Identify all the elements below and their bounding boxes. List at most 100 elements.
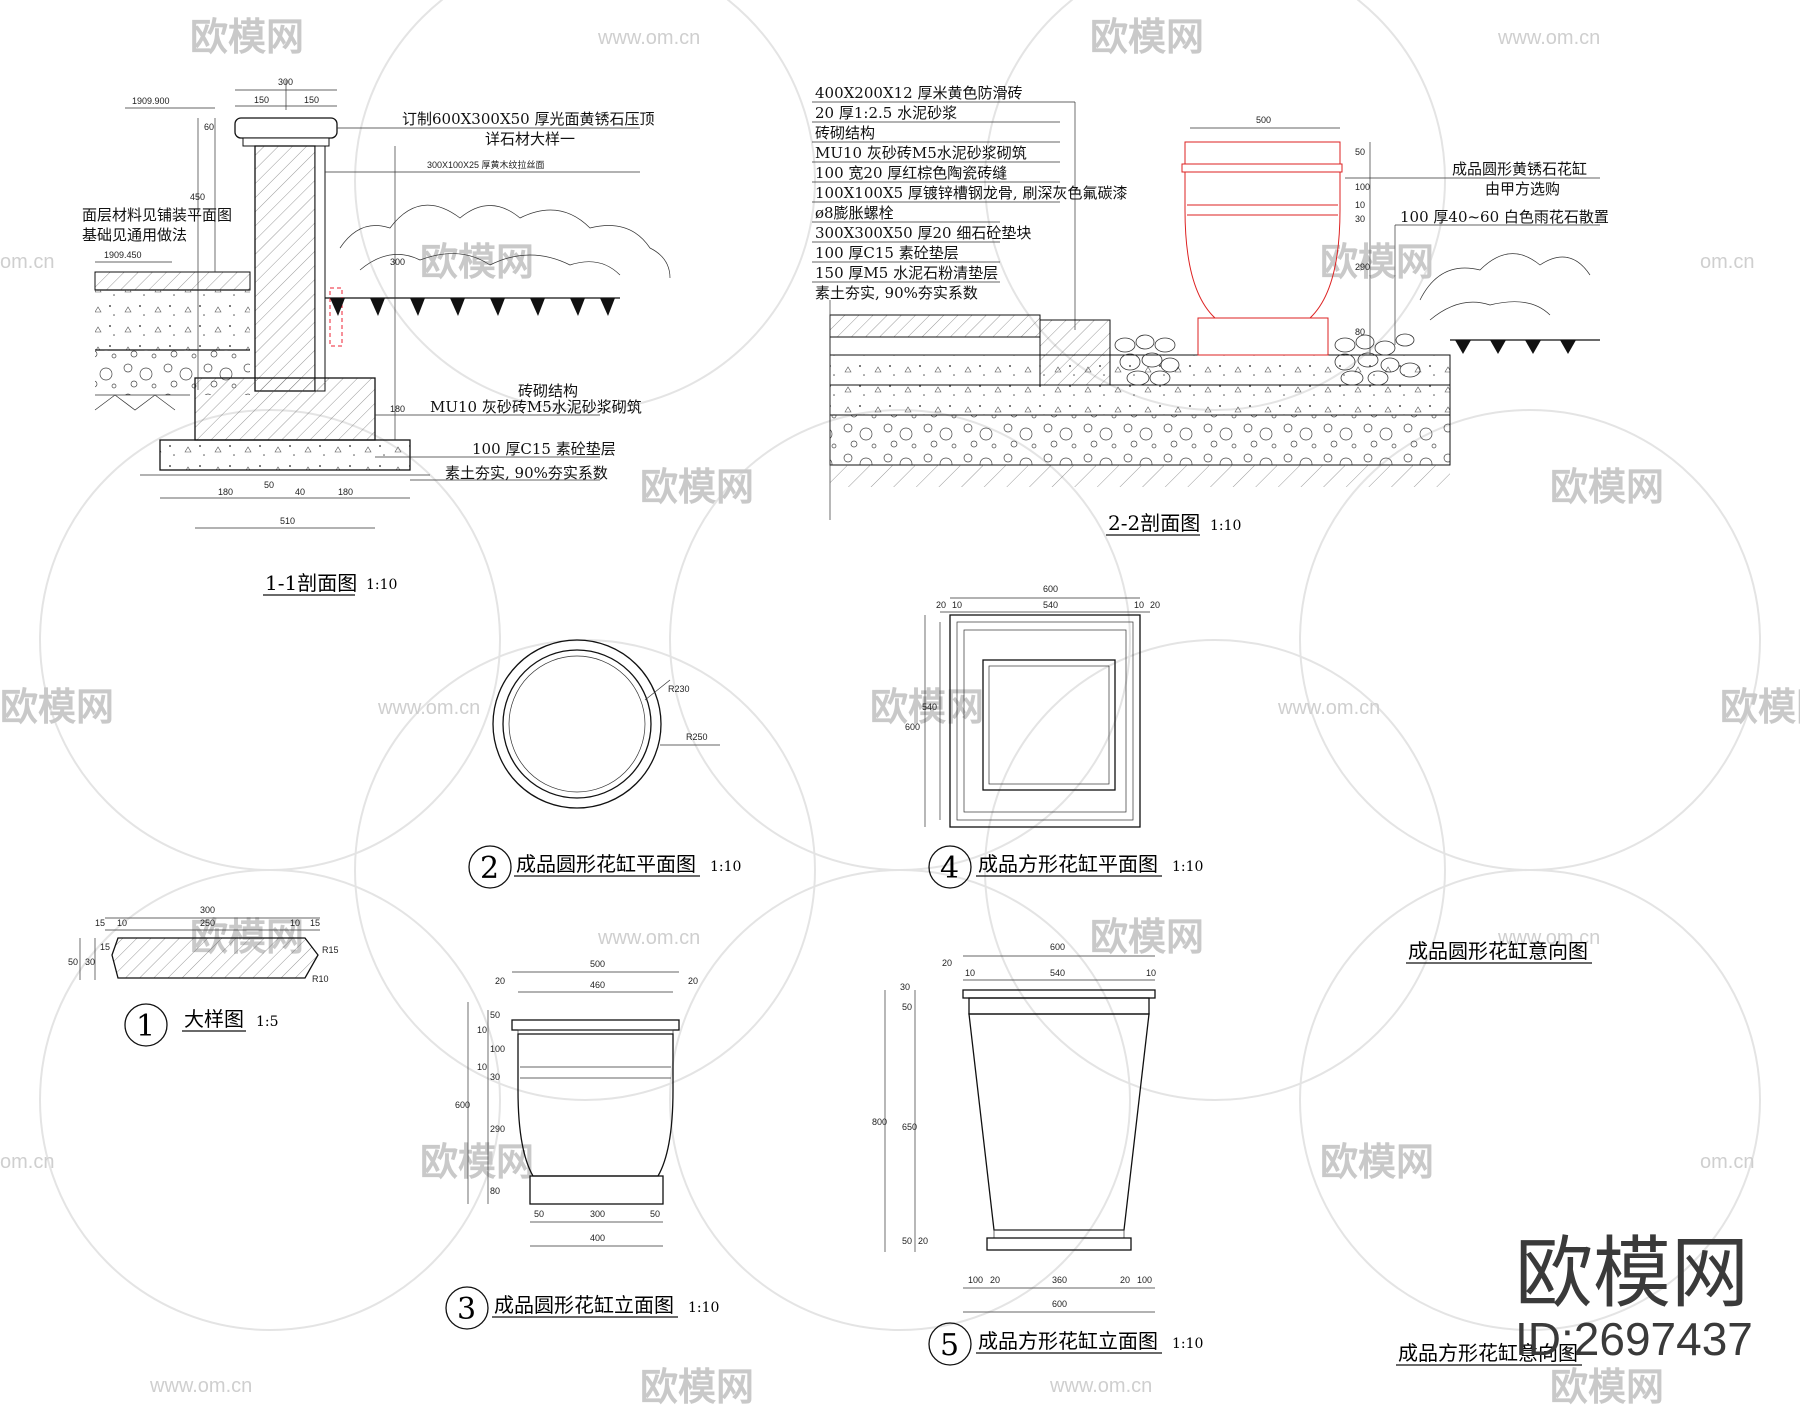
dim-1-1-b180a: 180 — [218, 487, 233, 497]
scale-round-plan: 1:10 — [710, 859, 741, 875]
dim-round-elev-v290: 290 — [490, 1124, 505, 1134]
watermark-url: om.cn — [0, 1151, 54, 1173]
square-pot-plan: 600 540 20 10 10 20 600 540 4 成品方形花缸平面图 … — [905, 584, 1203, 889]
dim-sq-w540: 540 — [1043, 600, 1058, 610]
title-round-plan: 成品圆形花缸平面图 — [516, 852, 696, 876]
dim-sq-h600: 600 — [905, 722, 920, 732]
watermark-brand: 欧模网 — [1550, 1365, 1664, 1409]
detail-number-1: 1 — [136, 1009, 155, 1044]
dim-sq-elev-b100a: 100 — [968, 1275, 983, 1285]
dim-sample-w10a: 10 — [117, 918, 127, 928]
detail-number-4: 4 — [940, 851, 959, 886]
pebbles — [1114, 333, 1421, 386]
dim-sq-elev-v50b: 50 — [902, 1236, 912, 1246]
title-intent-round: 成品圆形花缸意向图 — [1408, 939, 1588, 963]
callout-mortar: MU10 灰砂砖M5水泥砂浆砌筑 — [430, 398, 642, 416]
scale-2-2: 1:10 — [1210, 518, 1241, 534]
dim-2-2-h100: 100 — [1355, 182, 1370, 192]
dim-1-1-w150a: 150 — [254, 95, 269, 105]
note-foundation: 基础见通用做法 — [82, 226, 187, 244]
callout-cap: 订制600X300X50 厚光面黄锈石压顶 — [402, 110, 654, 128]
watermark-brand: 欧模网 — [190, 15, 304, 59]
layer-4: 100 宽20 厚红棕色陶瓷砖缝 — [815, 164, 1007, 182]
dim-sample-h30: 30 — [85, 957, 95, 967]
dim-round-elev-b50b: 50 — [650, 1209, 660, 1219]
watermark-brand: 欧模网 — [1090, 15, 1204, 59]
detail-number-5: 5 — [940, 1328, 959, 1363]
watermark-url: www.om.cn — [597, 927, 700, 949]
pot-note2: 由甲方选购 — [1485, 180, 1560, 198]
dim-round-elev-b50a: 50 — [534, 1209, 544, 1219]
title-square-plan: 成品方形花缸平面图 — [978, 852, 1158, 876]
planting-right — [1419, 253, 1591, 354]
dim-sample-w15b: 15 — [310, 918, 320, 928]
round-pot-elevation: 500 460 20 20 600 50 10 100 10 30 290 80… — [445, 959, 719, 1330]
pebble-note: 100 厚40~60 白色雨花石散置 — [1400, 208, 1609, 226]
detail-number-2-circle — [468, 845, 512, 889]
dim-1-1-w150b: 150 — [304, 95, 319, 105]
dim-2-2-h10: 10 — [1355, 200, 1365, 210]
dim-sq-elev-v30: 30 — [900, 982, 910, 992]
dim-round-elev-v100: 100 — [490, 1044, 505, 1054]
watermark-url: www.om.cn — [1277, 697, 1380, 719]
section-2-2: 400X200X12 厚米黄色防滑砖 20 厚1:2.5 水泥砂浆 砖砌结构 M… — [812, 84, 1609, 536]
layer-5: 100X100X5 厚镀锌槽钢龙骨, 刷深灰色氟碳漆 — [815, 184, 1127, 202]
layer-7: 300X300X50 厚20 细石砼垫块 — [815, 224, 1031, 242]
dim-sample-h50: 50 — [68, 957, 78, 967]
watermark-brand: 欧模网 — [1320, 1140, 1434, 1184]
detail-number-5-circle — [928, 1322, 972, 1366]
dim-1-1-b40: 40 — [295, 487, 305, 497]
dim-sq-elev-b600: 600 — [1052, 1299, 1067, 1309]
watermark-brand: 欧模网 — [640, 1365, 754, 1409]
dim-sq-a10: 10 — [952, 600, 962, 610]
layer-9: 150 厚M5 水泥石粉清垫层 — [815, 264, 998, 282]
layer-0: 400X200X12 厚米黄色防滑砖 — [815, 84, 1022, 102]
title-round-elev: 成品圆形花缸立面图 — [494, 1293, 674, 1317]
pot-note1: 成品圆形黄锈石花缸 — [1452, 160, 1587, 178]
watermark-url: om.cn — [1700, 251, 1754, 273]
layer-2: 砖砌结构 — [815, 124, 875, 142]
watermark-url: www.om.cn — [1049, 1375, 1152, 1397]
dim-1-1-w300: 300 — [278, 77, 293, 87]
title-intent-square: 成品方形花缸意向图 — [1398, 1341, 1578, 1365]
watermark-logo-text: 欧模网 — [1515, 1229, 1749, 1319]
dim-2-2-h290: 290 — [1355, 262, 1370, 272]
dim-sq-elev-e10b: 10 — [1146, 968, 1156, 978]
dim-1-1-total: 510 — [280, 516, 295, 526]
layer-3: MU10 灰砂砖M5水泥砂浆砌筑 — [815, 144, 1027, 162]
watermark-brand: 欧模网 — [0, 685, 114, 729]
dim-round-elev-v80: 80 — [490, 1186, 500, 1196]
detail-number-2: 2 — [480, 851, 499, 886]
dim-sample-h15: 15 — [100, 942, 110, 952]
callout-cap2: 详石材大样一 — [485, 130, 575, 148]
scale-square-plan: 1:10 — [1172, 859, 1203, 875]
watermark-brand: 欧模网 — [1320, 240, 1434, 284]
watermark-id: ID:2697437 — [1515, 1313, 1753, 1365]
title-2-2: 2-2剖面图 — [1108, 511, 1200, 535]
square-pot-elevation: 600 540 20 10 10 800 30 50 650 50 20 100… — [872, 942, 1203, 1366]
watermark-url: www.om.cn — [149, 1375, 252, 1397]
watermark-url: om.cn — [1700, 1151, 1754, 1173]
dim-round-elev-v10: 10 — [477, 1025, 487, 1035]
watermark-brand: 欧模网 — [1720, 685, 1800, 729]
dim-sq-w600: 600 — [1043, 584, 1058, 594]
dim-round-elev-w500: 500 — [590, 959, 605, 969]
watermark-url: om.cn — [0, 251, 54, 273]
scale-sample: 1:5 — [256, 1014, 279, 1030]
dim-round-elev-b300: 300 — [590, 1209, 605, 1219]
dim-sq-b10: 10 — [1134, 600, 1144, 610]
sample-detail: 300 15 10 250 10 15 50 30 15 R15 R10 1 大… — [68, 905, 339, 1047]
dim-sq-elev-b20a: 20 — [990, 1275, 1000, 1285]
scale-square-elev: 1:10 — [1172, 1336, 1203, 1352]
dim-2-2-h30: 30 — [1355, 214, 1365, 224]
scale-1-1: 1:10 — [366, 577, 397, 593]
dim-sq-elev-w540: 540 — [1050, 968, 1065, 978]
dim-sq-elev-w600: 600 — [1050, 942, 1065, 952]
note-surface: 面层材料见铺装平面图 — [82, 206, 232, 224]
layer-6: ø8膨胀螺栓 — [815, 204, 894, 222]
detail-number-4-circle — [928, 845, 972, 889]
dim-sample-w15a: 15 — [95, 918, 105, 928]
dim-sq-elev-b360: 360 — [1052, 1275, 1067, 1285]
dim-round-elev-e20a: 20 — [495, 976, 505, 986]
watermark-brand: 欧模网 — [640, 465, 754, 509]
